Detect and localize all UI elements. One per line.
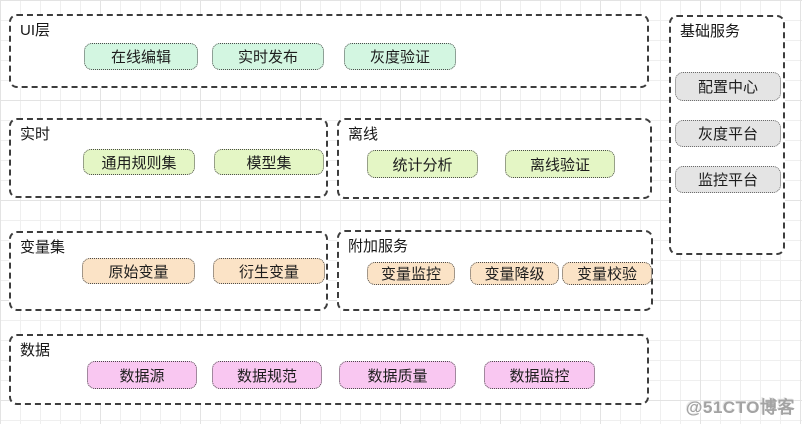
- group-label-base-services: 基础服务: [680, 23, 741, 40]
- group-label-variable-set: 变量集: [20, 239, 66, 256]
- node-data-source: 数据源: [87, 361, 197, 389]
- group-box-base-services: 基础服务 配置中心 灰度平台 监控平台: [669, 15, 785, 255]
- node-gray-validation: 灰度验证: [344, 43, 456, 70]
- node-derived-variable: 衍生变量: [213, 258, 325, 284]
- group-box-variable-set: 变量集 原始变量 衍生变量: [9, 231, 328, 311]
- node-variable-downgrade: 变量降级: [470, 262, 559, 285]
- group-box-realtime: 实时 通用规则集 模型集: [9, 118, 328, 198]
- node-gray-platform: 灰度平台: [675, 120, 781, 147]
- node-config-center: 配置中心: [675, 72, 781, 101]
- node-data-quality: 数据质量: [339, 361, 456, 389]
- node-variable-check: 变量校验: [562, 262, 652, 285]
- node-model-set: 模型集: [214, 149, 324, 175]
- group-label-ui-layer: UI层: [20, 22, 51, 39]
- node-online-edit: 在线编辑: [84, 43, 198, 70]
- node-statistical-analysis: 统计分析: [367, 150, 478, 178]
- watermark-51cto: @51CTO博客: [685, 398, 795, 417]
- group-box-data: 数据 数据源 数据规范 数据质量 数据监控: [9, 334, 649, 405]
- group-label-data: 数据: [20, 342, 51, 359]
- node-data-spec: 数据规范: [212, 361, 322, 389]
- node-offline-validation: 离线验证: [505, 150, 615, 178]
- node-monitor-platform: 监控平台: [675, 166, 781, 193]
- node-general-ruleset: 通用规则集: [83, 149, 195, 175]
- group-box-offline: 离线 统计分析 离线验证: [337, 118, 652, 199]
- group-label-addon-services: 附加服务: [348, 238, 409, 255]
- node-realtime-publish: 实时发布: [212, 43, 324, 70]
- group-box-ui-layer: UI层 在线编辑 实时发布 灰度验证: [9, 14, 649, 88]
- group-box-addon-services: 附加服务 变量监控 变量降级 变量校验: [337, 230, 653, 311]
- node-data-monitor: 数据监控: [484, 361, 595, 389]
- node-raw-variable: 原始变量: [82, 258, 195, 284]
- group-label-offline: 离线: [348, 126, 379, 143]
- node-variable-monitor: 变量监控: [367, 262, 455, 285]
- group-label-realtime: 实时: [20, 126, 51, 143]
